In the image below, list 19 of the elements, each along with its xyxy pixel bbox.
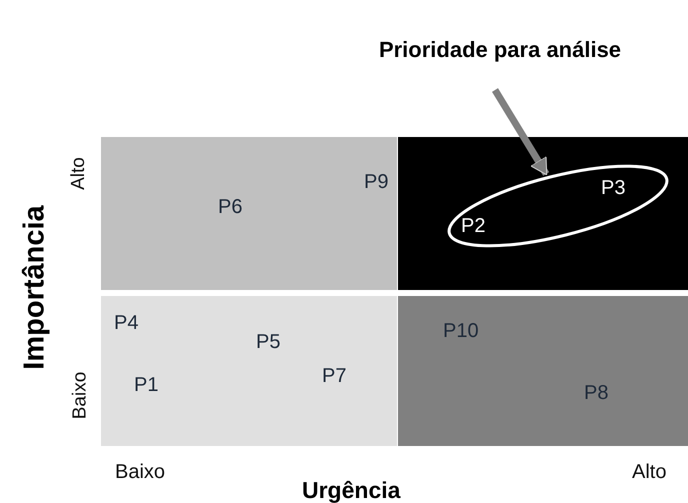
axis-title: Importância [20, 205, 50, 370]
item-label: P3 [601, 178, 626, 198]
item-label: P7 [322, 366, 346, 386]
callout-text: Prioridade para análise [378, 36, 622, 64]
item-label: P9 [364, 172, 388, 192]
item-label: P1 [134, 375, 158, 395]
axis-tick-label: Baixo [115, 462, 166, 482]
item-label: P5 [256, 332, 280, 352]
item-label: P6 [218, 197, 242, 217]
item-label: P8 [584, 383, 608, 403]
item-label: P2 [461, 216, 486, 236]
axis-tick-label: Alto [632, 462, 666, 482]
axis-title: Urgência [302, 479, 400, 502]
axis-tick-label: Alto [68, 157, 88, 190]
highlight-ellipse [448, 164, 668, 248]
arrow [492, 88, 550, 176]
axis-tick-label: Baixo [70, 372, 90, 420]
item-label: P4 [114, 313, 138, 333]
item-label: P10 [443, 321, 479, 341]
